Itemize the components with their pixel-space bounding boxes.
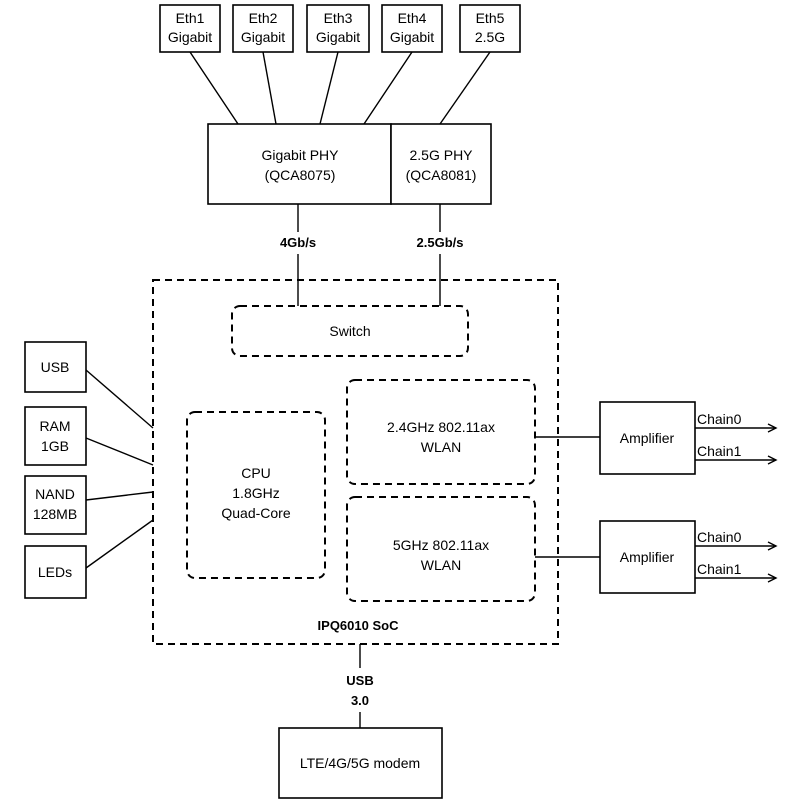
- eth3-link: [319, 51, 339, 125]
- amplifier-2-box: Amplifier: [599, 520, 696, 594]
- ram-periph-link: [85, 437, 154, 466]
- connector-lines: [85, 51, 778, 728]
- ram-label: RAM: [39, 418, 70, 434]
- usb-peripheral-box: USB: [24, 341, 87, 393]
- leds-periph-link: [85, 519, 154, 569]
- antenna-icon: [767, 423, 778, 433]
- usb-peripheral-label: USB: [41, 359, 70, 375]
- gigabit-phy-box: Gigabit PHY (QCA8075): [207, 123, 392, 205]
- nand-label: NAND: [35, 486, 75, 502]
- eth4-speed: Gigabit: [390, 29, 434, 45]
- eth5-link: [439, 51, 491, 125]
- wlan-5ghz-standard: 5GHz 802.11ax: [393, 537, 489, 553]
- cpu-block: CPU 1.8GHz Quad-Core: [186, 411, 326, 579]
- amplifier-2-label: Amplifier: [620, 549, 675, 565]
- eth4-box: Eth4 Gigabit: [381, 4, 443, 53]
- nand-box: NAND 128MB: [24, 475, 87, 535]
- soc-label: IPQ6010 SoC: [318, 618, 400, 633]
- eth1-link: [189, 51, 239, 125]
- eth1-name: Eth1: [176, 10, 205, 26]
- cpu-name: CPU: [241, 465, 271, 481]
- soc-boundary: [152, 279, 559, 645]
- eth2-name: Eth2: [249, 10, 278, 26]
- wlan-5ghz-block: 5GHz 802.11ax WLAN: [346, 496, 536, 602]
- wlan-24ghz-block: 2.4GHz 802.11ax WLAN: [346, 379, 536, 485]
- wlan-24ghz-label: WLAN: [421, 439, 461, 455]
- phy-2-5g-box: 2.5G PHY (QCA8081): [390, 123, 492, 205]
- antenna-icon: [767, 541, 778, 551]
- switch-block: Switch: [231, 305, 469, 357]
- modem-box: LTE/4G/5G modem: [278, 727, 443, 799]
- amp2-chain1-label: Chain1: [697, 561, 742, 577]
- eth3-name: Eth3: [324, 10, 353, 26]
- eth5-speed: 2.5G: [475, 29, 505, 45]
- leds-label: LEDs: [38, 564, 72, 580]
- leds-box: LEDs: [24, 545, 87, 599]
- ram-size: 1GB: [41, 438, 69, 454]
- amplifier-1-label: Amplifier: [620, 430, 675, 446]
- amp1-chain1-label: Chain1: [697, 443, 742, 459]
- eth3-box: Eth3 Gigabit: [306, 4, 370, 53]
- eth1-speed: Gigabit: [168, 29, 212, 45]
- wlan-24ghz-standard: 2.4GHz 802.11ax: [387, 419, 495, 435]
- nand-periph-link: [85, 491, 154, 501]
- eth3-speed: Gigabit: [316, 29, 360, 45]
- gigabit-link-speed: 4Gb/s: [280, 235, 316, 250]
- cpu-cores: Quad-Core: [221, 505, 290, 521]
- eth2-link: [262, 51, 277, 125]
- modem-label: LTE/4G/5G modem: [300, 755, 420, 771]
- eth2-box: Eth2 Gigabit: [232, 4, 294, 53]
- usb-link-label: USB: [346, 673, 373, 688]
- phy-2-5g-name: 2.5G PHY: [409, 147, 473, 163]
- eth5-box: Eth5 2.5G: [459, 4, 521, 53]
- eth1-box: Eth1 Gigabit: [159, 4, 221, 53]
- antenna-icon: [767, 573, 778, 583]
- wlan-5ghz-label: WLAN: [421, 557, 461, 573]
- cpu-freq: 1.8GHz: [232, 485, 279, 501]
- gigabit-phy-name: Gigabit PHY: [261, 147, 339, 163]
- amplifier-1-box: Amplifier: [599, 401, 696, 475]
- phy25-link-speed: 2.5Gb/s: [417, 235, 464, 250]
- ram-box: RAM 1GB: [24, 406, 87, 466]
- eth4-link: [363, 51, 413, 125]
- usb-periph-link: [85, 369, 154, 429]
- antenna-icon: [767, 455, 778, 465]
- nand-size: 128MB: [33, 506, 77, 522]
- eth4-name: Eth4: [398, 10, 427, 26]
- usb-link-version: 3.0: [351, 693, 369, 708]
- gigabit-phy-chip: (QCA8075): [265, 167, 336, 183]
- amp1-chain0-label: Chain0: [697, 411, 742, 427]
- phy-2-5g-chip: (QCA8081): [406, 167, 477, 183]
- eth5-name: Eth5: [476, 10, 505, 26]
- switch-label: Switch: [329, 323, 370, 339]
- eth2-speed: Gigabit: [241, 29, 285, 45]
- amp2-chain0-label: Chain0: [697, 529, 742, 545]
